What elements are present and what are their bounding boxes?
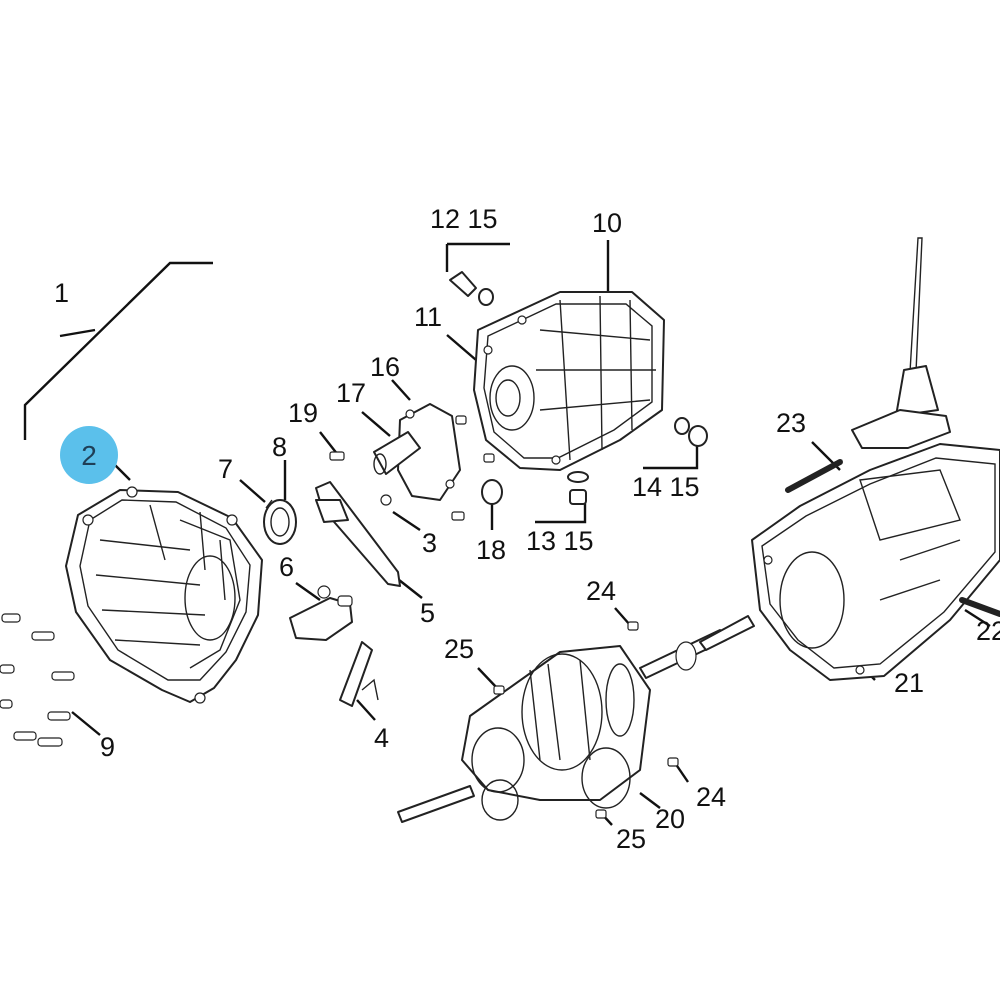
clip-part — [339, 641, 379, 707]
callout-16[interactable]: 16 — [370, 352, 400, 382]
callout-8[interactable]: 8 — [272, 432, 287, 462]
callout-5[interactable]: 5 — [420, 598, 435, 628]
callout-4[interactable]: 4 — [374, 723, 389, 753]
guide-pin-part — [959, 597, 1000, 617]
callout-22[interactable]: 22 — [976, 616, 1000, 646]
highlighted-callout-circle[interactable] — [60, 426, 118, 484]
callout-10[interactable]: 10 — [592, 208, 622, 238]
gear-train-part — [397, 615, 755, 823]
clutch-housing-part — [65, 486, 263, 704]
callout-1[interactable]: 1 — [54, 278, 69, 308]
callout-25-lower[interactable]: 25 — [616, 824, 646, 854]
bolt-set-part — [0, 613, 75, 747]
callout-20[interactable]: 20 — [655, 804, 685, 834]
plug-and-washer-part — [449, 271, 494, 306]
washer-part — [481, 479, 503, 505]
callout-7[interactable]: 7 — [218, 454, 233, 484]
callout-19[interactable]: 19 — [288, 398, 318, 428]
main-case-part — [473, 291, 665, 471]
callout-18[interactable]: 18 — [476, 535, 506, 565]
side-plug-part — [674, 417, 708, 447]
callout-17[interactable]: 17 — [336, 378, 366, 408]
small-bolts-part — [329, 415, 495, 521]
callout-14-15[interactable]: 14 15 — [632, 472, 700, 502]
callout-2[interactable]: 2 — [81, 440, 97, 471]
callout-13-15[interactable]: 13 15 — [526, 526, 594, 556]
callout-11[interactable]: 11 — [414, 302, 442, 332]
callout-25-upper[interactable]: 25 — [444, 634, 474, 664]
callout-23[interactable]: 23 — [776, 408, 806, 438]
release-bearing-part — [263, 499, 297, 545]
callout-6[interactable]: 6 — [279, 552, 294, 582]
callout-9[interactable]: 9 — [100, 732, 115, 762]
callout-12-15[interactable]: 12 15 — [430, 204, 498, 234]
callout-labels: 1 2 3 4 5 6 7 8 9 10 11 12 15 13 15 14 1… — [54, 204, 1000, 854]
slave-cylinder-part — [289, 585, 353, 641]
shift-lever-part — [851, 237, 951, 449]
small-fasteners-part — [493, 621, 679, 819]
bearing-retainer-part — [373, 403, 461, 506]
release-fork-part — [315, 481, 401, 587]
extension-housing-part — [751, 443, 1000, 681]
drain-plug-part — [567, 471, 589, 505]
callout-24-upper[interactable]: 24 — [586, 576, 616, 606]
callout-24-lower[interactable]: 24 — [696, 782, 726, 812]
callout-3[interactable]: 3 — [422, 528, 437, 558]
long-bolt-part — [785, 459, 843, 493]
callout-21[interactable]: 21 — [894, 668, 924, 698]
